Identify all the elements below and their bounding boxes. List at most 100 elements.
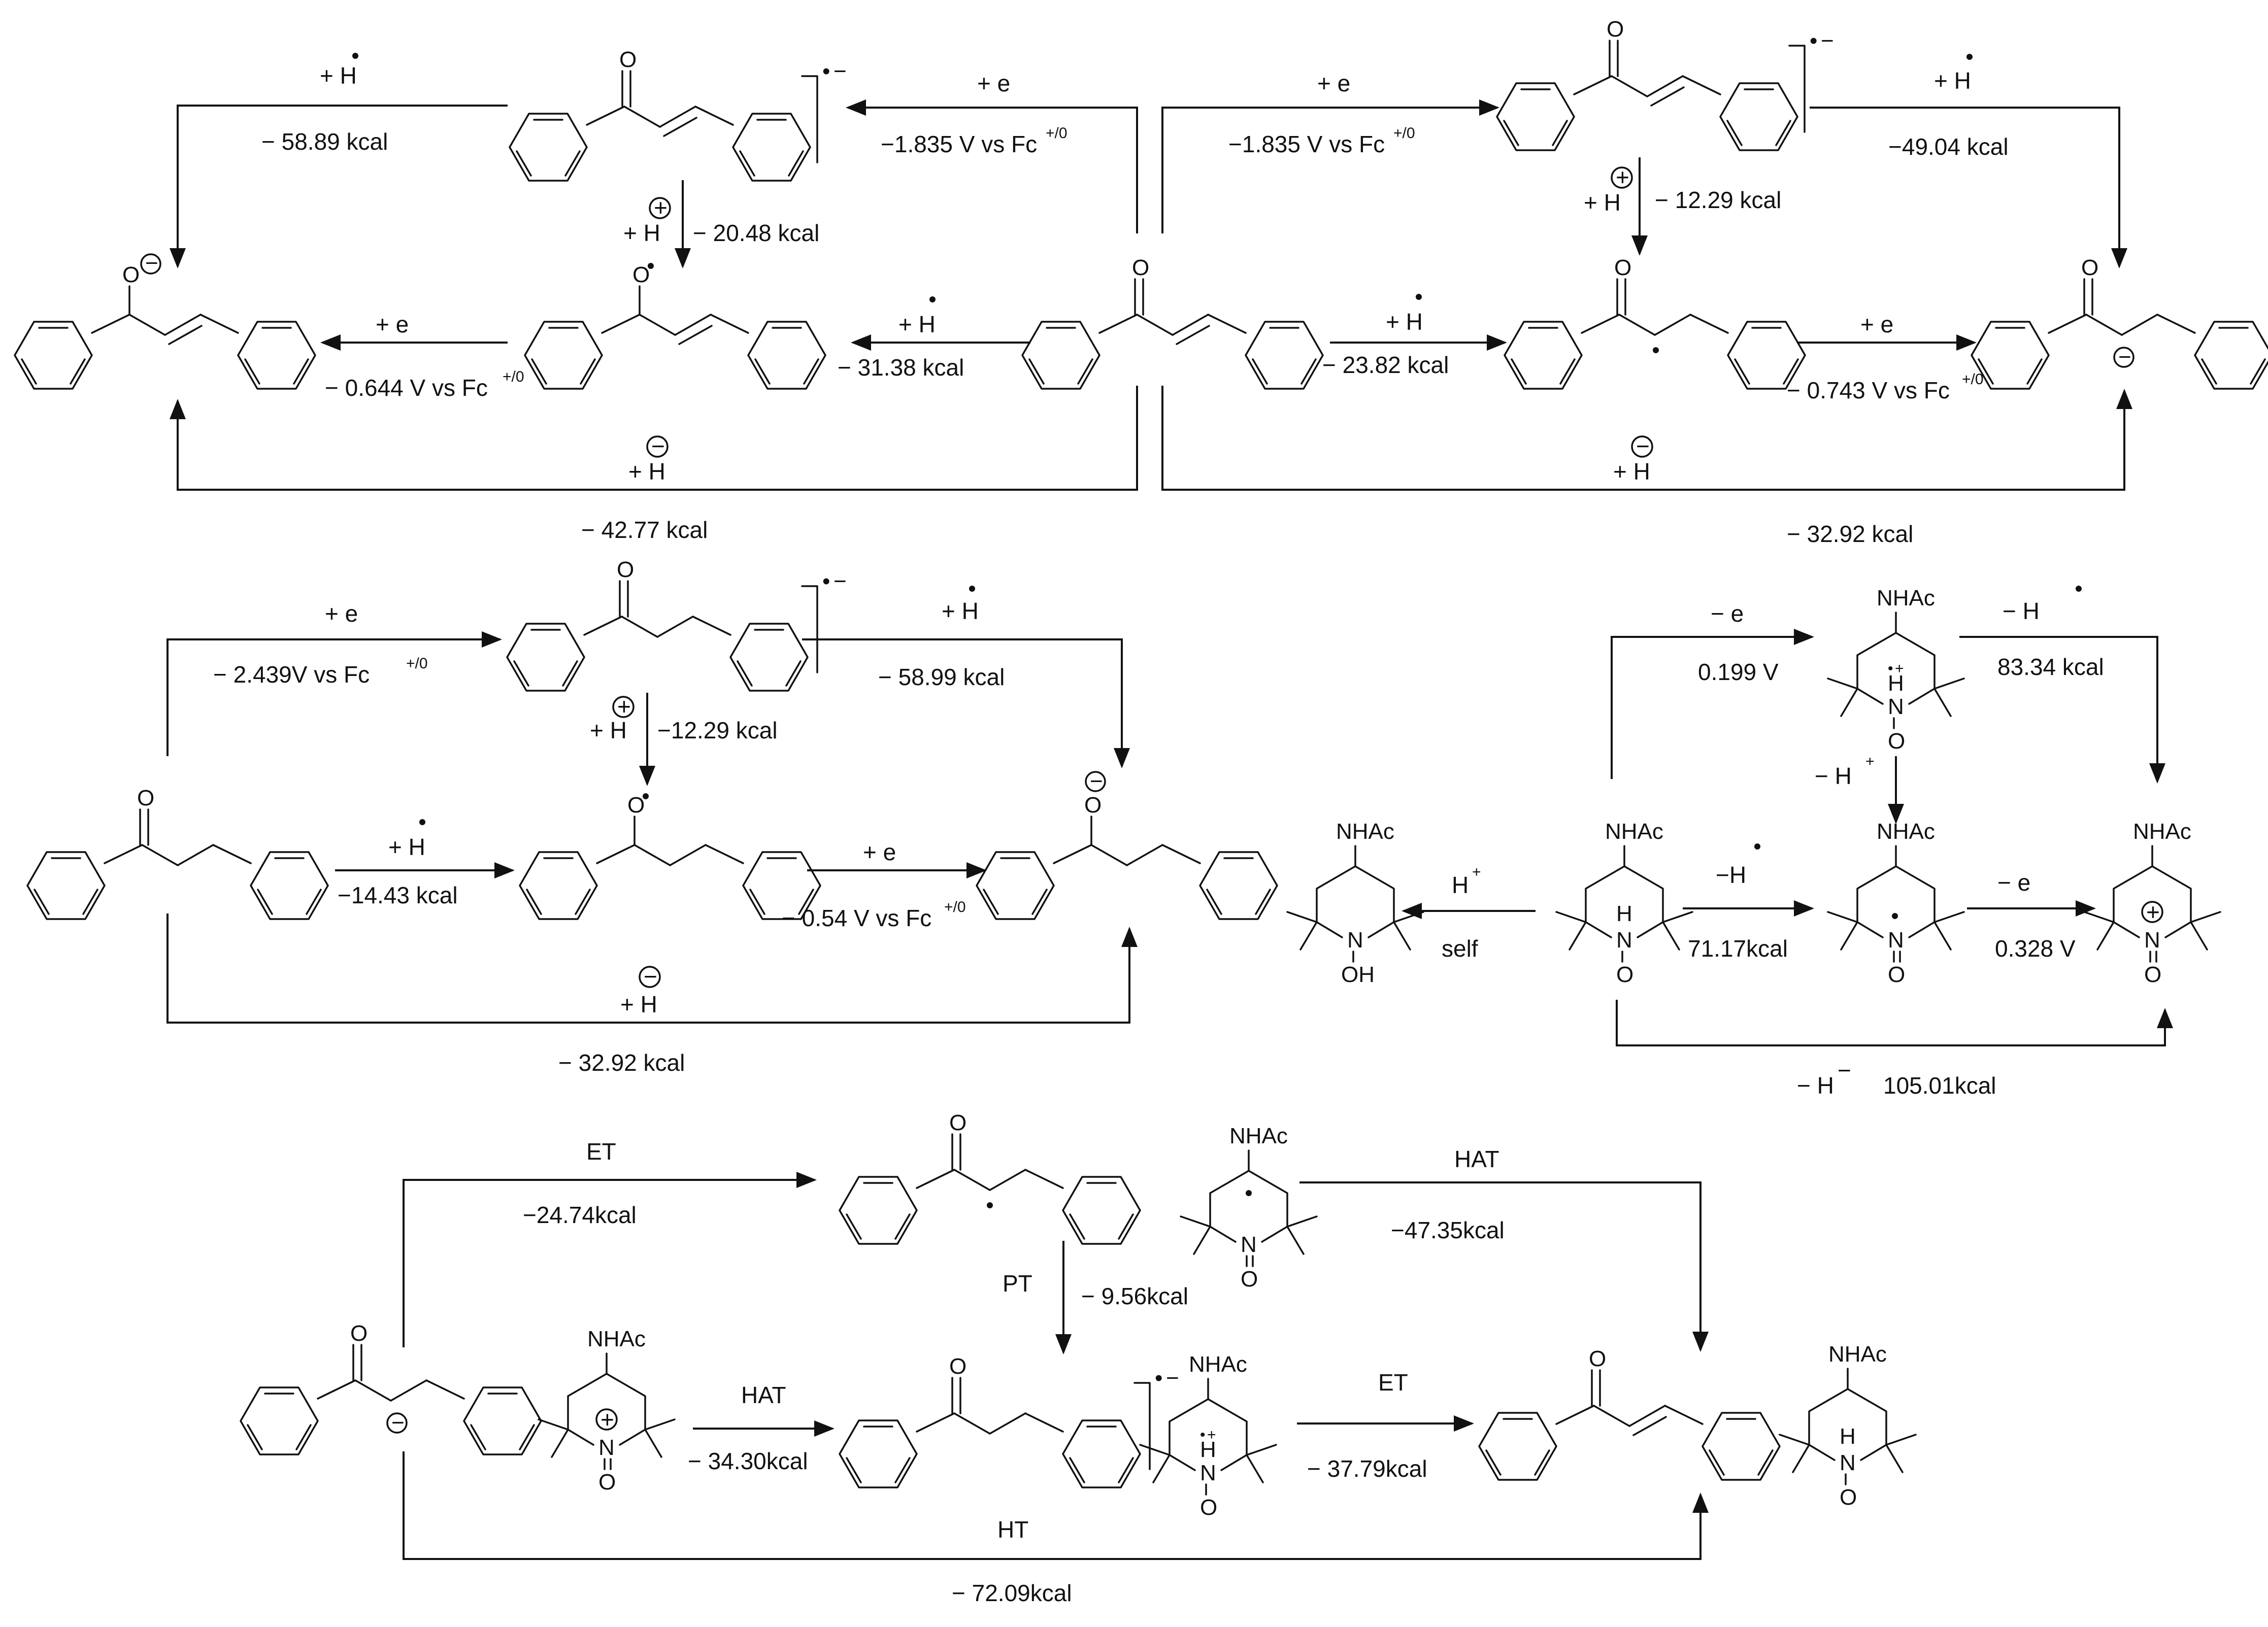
label-plus-e: + e — [1860, 311, 1893, 337]
atom-n: N — [1200, 1461, 1216, 1485]
arrow-hydride-right — [1161, 386, 2132, 491]
label-et: ET — [586, 1138, 616, 1165]
atom-o: O — [1607, 17, 1624, 42]
label-ht: HT — [997, 1516, 1028, 1543]
label-potential: − 0.54 V vs Fc — [782, 905, 931, 931]
nhac: NHAc — [1336, 819, 1394, 844]
atom-o: O — [1589, 1346, 1606, 1371]
hydroxylamine-radical-cation: NHAc N H • + O — [1827, 586, 1965, 754]
positive-charge: + — [601, 1406, 614, 1433]
arrow-hat-top — [1299, 1181, 1709, 1352]
radical-anion-sign: • — [822, 569, 830, 594]
arrow-hydride-left — [170, 386, 1138, 491]
atom-o: O — [137, 786, 154, 810]
label-plus-e: + e — [977, 70, 1010, 96]
positive-charge: + — [617, 693, 631, 720]
section-mechanism: O − NHAc N + O O NHAc N O — [241, 1110, 1917, 1606]
hydroxylamine-n-oh: NHAc N OH — [1286, 819, 1424, 987]
allylic-oxyl-radical: O — [525, 262, 825, 389]
atom-o: O — [350, 1321, 368, 1346]
arrow-minus-h-radical — [1959, 636, 2165, 784]
ketone-radical-anion: O • − — [507, 557, 847, 691]
atom-o: O — [627, 793, 645, 818]
arrow-e — [166, 631, 502, 756]
radical-cation-sign: • — [1888, 660, 1893, 677]
negative-charge: − — [651, 433, 665, 459]
radical-anion-minus: − — [833, 569, 847, 594]
nhac: NHAc — [1189, 1352, 1247, 1377]
label-energy: − 9.56kcal — [1081, 1283, 1188, 1309]
nhac: NHAc — [1605, 819, 1663, 844]
label-pt: PT — [1003, 1270, 1032, 1297]
arrow-h-radical — [802, 638, 1130, 768]
arrow-h-radical-left — [170, 105, 508, 268]
label-potential-sup: +/0 — [1962, 371, 1984, 388]
label-minus-e: − e — [1997, 869, 2030, 896]
radical-anion-sign: • — [1810, 28, 1817, 53]
label-plus-e: + e — [863, 839, 896, 865]
negative-charge: − — [1090, 769, 1103, 794]
ketone-radical-anion-intermediate: O • − — [840, 1354, 1179, 1487]
hydroxylamine-product: NHAc N H O — [1779, 1342, 1917, 1510]
label-energy: −47.35kcal — [1391, 1217, 1505, 1243]
label-energy: − 72.09kcal — [952, 1580, 1072, 1606]
label-potential: − 2.439V vs Fc — [213, 661, 370, 688]
atom-o: O — [619, 47, 637, 72]
chalcone-center: O — [1022, 255, 1323, 389]
arrow-ht — [403, 1451, 1709, 1560]
label-hat: HAT — [741, 1382, 786, 1408]
nitroxide-radical: NHAc N O — [1827, 819, 1965, 987]
nhac: NHAc — [1229, 1124, 1288, 1148]
nhac: NHAc — [1877, 819, 1935, 844]
allylic-alkoxide: O − — [15, 251, 315, 389]
section-nitroxide: NHAc N H O NHAc N H • + O NHAc N O — [1286, 586, 2221, 1099]
atom-n: N — [1347, 928, 1363, 953]
label-plus-h: + H — [590, 717, 627, 743]
atom-o: O — [632, 262, 650, 287]
label-energy: − 37.79kcal — [1307, 1455, 1427, 1482]
label-potential-sup: +/0 — [1046, 125, 1068, 142]
atom-o: O — [1840, 1485, 1857, 1510]
label-minus-h-sup: − — [1838, 1057, 1851, 1083]
atom-h: H — [1888, 671, 1904, 696]
label-energy: − 58.99 kcal — [878, 664, 1005, 690]
carbanion-reactant: O − — [241, 1321, 541, 1454]
radical-cation-plus: + — [1207, 1427, 1216, 1443]
label-plus-h: + H — [1934, 67, 1971, 94]
label-potential: − 0.743 V vs Fc — [1787, 377, 1950, 403]
label-plus-h: + H — [628, 458, 665, 485]
radical-anion-sign: • — [1155, 1366, 1162, 1391]
atom-o: O — [1616, 962, 1633, 987]
chalcone-radical-anion-right: O • − — [1497, 17, 1834, 150]
label-energy: 71.17kcal — [1688, 935, 1788, 962]
atom-o: O — [1614, 255, 1631, 280]
negative-charge: − — [2118, 345, 2131, 369]
label-plus-e: + e — [376, 311, 409, 337]
label-plus-h: + H — [942, 598, 979, 624]
arrow-h-radical-right — [1810, 107, 2127, 268]
label-potential: −1.835 V vs Fc — [1228, 131, 1385, 157]
arrow-minus-e — [1611, 629, 1814, 779]
atom-n: N — [1888, 694, 1904, 719]
label-energy: − 23.82 kcal — [1322, 352, 1449, 378]
atom-h: H — [1616, 901, 1632, 926]
label-energy: − 32.92 kcal — [1787, 521, 1913, 547]
label-minus-e: − e — [1711, 600, 1744, 627]
label-minus-h: −H — [1716, 862, 1746, 888]
atom-o: O — [949, 1354, 966, 1379]
label-energy: −12.29 kcal — [657, 717, 778, 743]
negative-charge: − — [391, 1410, 405, 1435]
atom-oh: OH — [1341, 962, 1375, 987]
atom-h: H — [1840, 1424, 1856, 1449]
radical-anion-minus: − — [1821, 28, 1834, 53]
saturated-alkoxide: O − — [977, 769, 1277, 919]
label-energy: − 42.77 kcal — [581, 517, 708, 543]
hydroxylamine: NHAc N H O — [1555, 819, 1693, 987]
label-potential-sup: +/0 — [503, 368, 524, 385]
label-plus-h: + H — [620, 991, 657, 1018]
label-hat: HAT — [1454, 1146, 1499, 1172]
radical-anion-sign: • — [822, 59, 830, 84]
label-energy: −49.04 kcal — [1888, 133, 2009, 160]
atom-o: O — [122, 262, 140, 287]
section-ketone: O O • − O O − + e − 2.439V vs Fc +/0 + H… — [27, 557, 1277, 1076]
